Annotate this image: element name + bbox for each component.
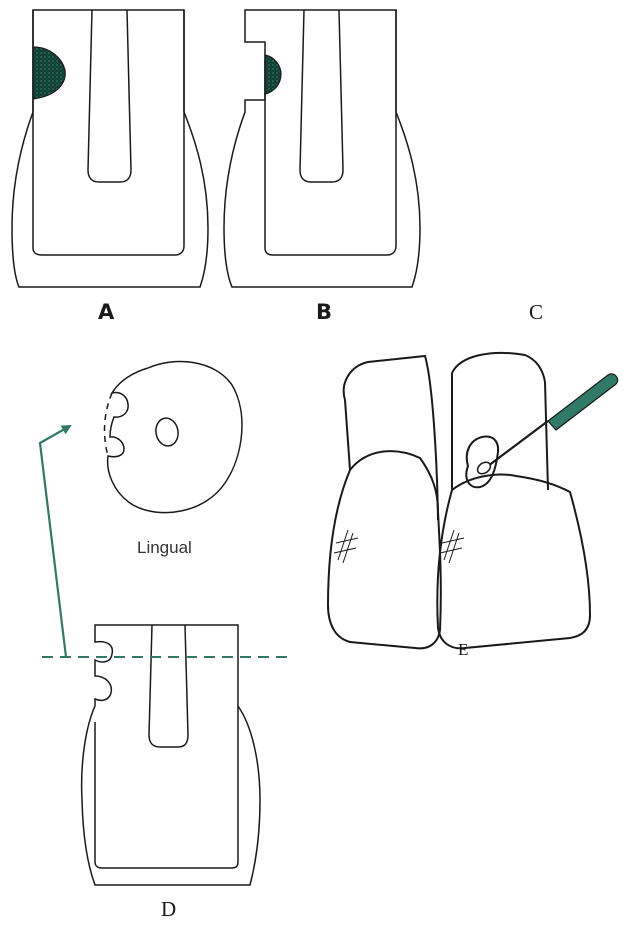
panel-d-arrow xyxy=(40,426,70,657)
panel-a-caries xyxy=(33,47,65,99)
panel-d-label: D xyxy=(161,897,176,922)
panel-c-label: C xyxy=(529,300,543,325)
panel-d-tooth xyxy=(82,625,260,885)
panel-e-hatch-marks xyxy=(334,530,464,563)
panel-e-teeth xyxy=(328,353,590,648)
panel-a-label: A xyxy=(98,300,114,324)
panel-e-label: E xyxy=(458,640,468,660)
panel-b-tooth xyxy=(224,10,420,287)
panel-b-caries xyxy=(265,55,281,94)
panel-d-section-label: Lingual xyxy=(137,538,192,558)
panel-b-label: B xyxy=(316,300,332,324)
panel-d-cross-section xyxy=(108,361,242,512)
